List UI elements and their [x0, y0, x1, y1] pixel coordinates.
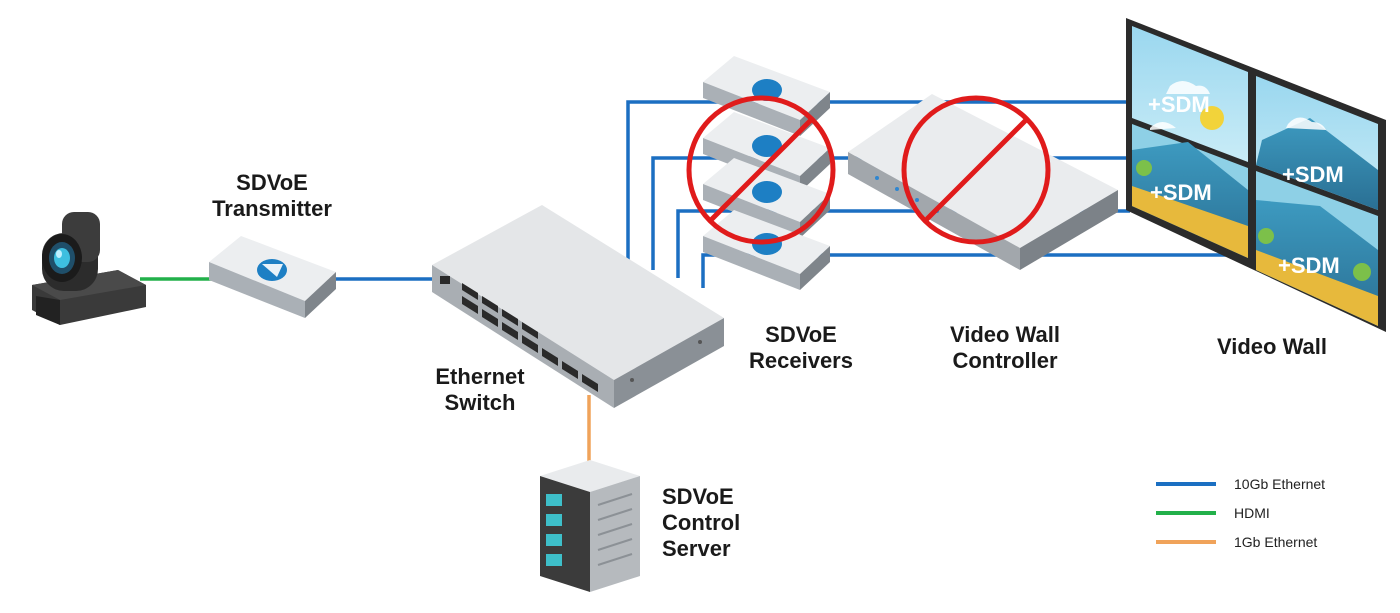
switch-label: Ethernet Switch — [410, 364, 550, 416]
transmitter-label-line-2: Transmitter — [212, 196, 332, 221]
receiver-stack — [703, 56, 830, 290]
switch-label-line-1: Ethernet — [435, 364, 525, 389]
transmitter-device-icon — [209, 236, 336, 318]
screen-overlay-label: +SDM — [1278, 253, 1340, 278]
server-label-line-1: SDVoE — [662, 484, 734, 509]
screen-overlay-label: +SDM — [1148, 92, 1210, 117]
controller-label-line-2: Controller — [952, 348, 1058, 373]
legend-swatch-hdmi — [1156, 511, 1216, 515]
legend-label-hdmi: HDMI — [1234, 505, 1270, 521]
ten-gb-cable-1 — [626, 100, 1130, 262]
ethernet-switch-icon — [432, 205, 724, 408]
video-wall-screen — [1256, 76, 1378, 210]
server-label-line-2: Control — [662, 510, 741, 535]
legend-item-10gb: 10Gb Ethernet — [1156, 476, 1325, 492]
server-label: SDVoE Control Server — [662, 484, 802, 562]
prohibited-receivers-icon — [686, 95, 836, 245]
controller-label: Video Wall Controller — [918, 322, 1092, 374]
screen-overlay-label: +SDM — [1150, 180, 1212, 205]
cables — [140, 100, 1230, 465]
receivers-label-line-1: SDVoE — [765, 322, 837, 347]
transmitter-label-line-1: SDVoE — [236, 170, 308, 195]
sdvoe-logo-icon — [257, 259, 287, 281]
prohibited-controller-icon — [901, 95, 1051, 245]
screen-overlay-label: +SDM — [1282, 162, 1344, 187]
video-wall-screen — [1256, 171, 1378, 326]
receivers-label: SDVoE Receivers — [726, 322, 876, 374]
legend-label-10gb: 10Gb Ethernet — [1234, 476, 1326, 492]
ten-gb-cable-4 — [701, 253, 1230, 288]
control-server-icon — [540, 460, 640, 592]
video-wall-screen — [1132, 122, 1248, 258]
legend-item-1gb: 1Gb Ethernet — [1156, 534, 1317, 550]
legend-swatch-10gb — [1156, 482, 1216, 486]
camera-icon — [32, 212, 146, 325]
server-label-line-3: Server — [662, 536, 731, 561]
legend-item-hdmi: HDMI — [1156, 505, 1270, 521]
legend-label-1gb: 1Gb Ethernet — [1234, 534, 1318, 550]
video-wall-icon: +SDM +SDM +SDM +SDM — [1126, 18, 1386, 332]
video-wall-label: Video Wall — [1216, 334, 1328, 359]
controller-label-line-1: Video Wall — [949, 322, 1061, 347]
switch-label-line-2: Switch — [444, 390, 516, 415]
transmitter-label: SDVoE Transmitter — [192, 170, 352, 222]
receivers-label-line-2: Receivers — [749, 348, 853, 373]
legend-swatch-1gb — [1156, 540, 1216, 544]
